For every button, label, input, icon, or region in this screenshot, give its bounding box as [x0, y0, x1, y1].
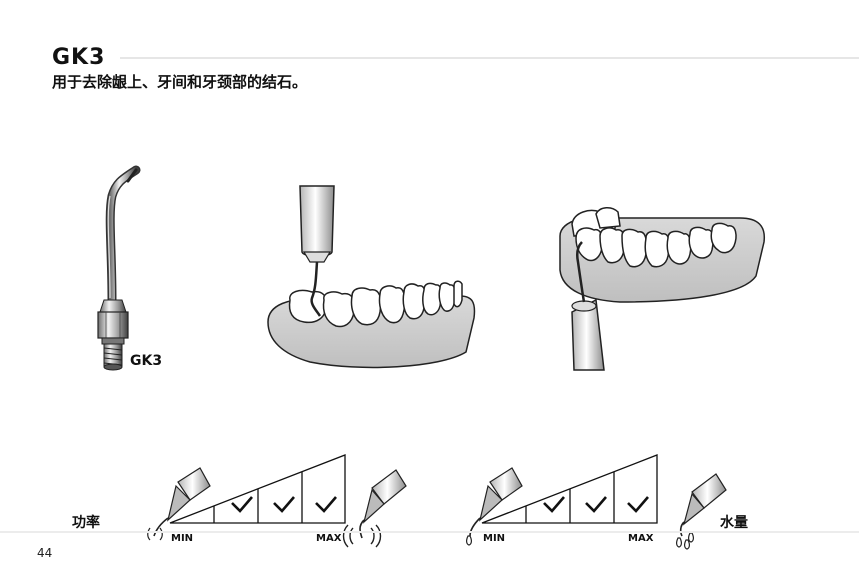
page-number: 44 — [37, 546, 53, 560]
power-check-2 — [273, 496, 295, 513]
lower-jaw-illustration — [267, 185, 476, 369]
water-label: 水量 — [720, 514, 748, 531]
power-check-1 — [231, 496, 253, 513]
power-label: 功率 — [72, 514, 100, 531]
water-max-label: MAX — [628, 533, 654, 544]
page-title: GK3 — [52, 45, 106, 70]
water-check-1 — [543, 496, 565, 513]
power-scale — [147, 454, 407, 548]
water-check-3 — [627, 496, 649, 513]
tip-label: GK3 — [130, 353, 162, 369]
power-check-3 — [315, 496, 337, 513]
page-subtitle: 用于去除龈上、牙间和牙颈部的结石。 — [52, 73, 308, 91]
power-min-label: MIN — [171, 533, 193, 544]
power-max-handpiece-icon — [342, 469, 407, 548]
title-rule — [120, 57, 859, 59]
gk3-tip-illustration — [97, 165, 141, 371]
upper-jaw-illustration — [559, 207, 766, 371]
water-min-label: MIN — [483, 533, 505, 544]
footer-rule — [0, 531, 859, 533]
water-check-2 — [585, 496, 607, 513]
water-scale — [466, 454, 727, 550]
water-min-handpiece-icon — [466, 467, 523, 546]
water-max-handpiece-icon — [676, 473, 727, 550]
power-min-handpiece-icon — [147, 467, 211, 541]
power-max-label: MAX — [316, 533, 342, 544]
